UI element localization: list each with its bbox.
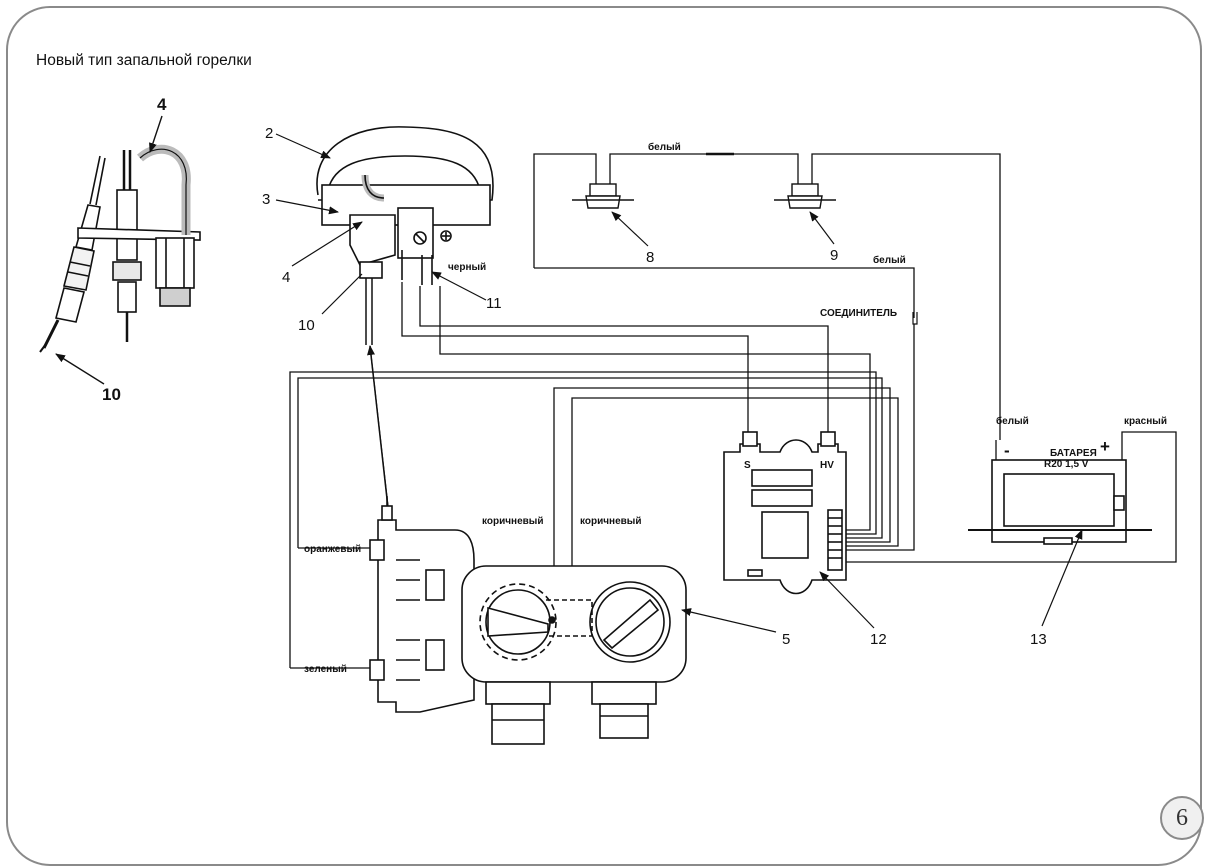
leader-2 bbox=[275, 133, 331, 159]
page-number: 6 bbox=[1160, 796, 1204, 840]
battery-holder bbox=[968, 459, 1152, 545]
leader-13 bbox=[1041, 529, 1083, 627]
leader-4 bbox=[291, 221, 363, 267]
mounting-bracket bbox=[77, 227, 201, 241]
leader-4-left bbox=[149, 115, 163, 153]
pilot-control-knob bbox=[479, 583, 557, 661]
battery-minus: - bbox=[1004, 441, 1010, 460]
connector-plug bbox=[912, 312, 918, 325]
leader-5 bbox=[681, 608, 777, 633]
ignition-control-unit bbox=[723, 431, 847, 595]
leader-wire-arrow bbox=[367, 345, 389, 507]
callout-9: 9 bbox=[830, 247, 838, 264]
wire-label-white-battery: белый bbox=[996, 415, 1029, 427]
terminal-hv-label: HV bbox=[820, 460, 834, 471]
wire-label-brown-1: коричневый bbox=[482, 516, 543, 527]
terminal-s-label: S bbox=[744, 460, 751, 471]
callout-11: 11 bbox=[486, 295, 502, 312]
thermal-switch-9 bbox=[774, 183, 836, 209]
thermal-switch-loop bbox=[533, 152, 1001, 440]
wire-label-black: черный bbox=[448, 262, 486, 273]
callout-8: 8 bbox=[646, 249, 654, 266]
leader-10-left bbox=[55, 353, 105, 385]
pilot-tube bbox=[112, 150, 142, 342]
leader-3 bbox=[275, 199, 339, 215]
ignition-electrode bbox=[39, 155, 106, 353]
wiring-diagram: 4 10 2 3 4 10 11 черный bbox=[39, 95, 1177, 745]
burner-head-assembly bbox=[316, 126, 494, 345]
callout-4-left: 4 bbox=[157, 95, 167, 114]
thermal-switch-8 bbox=[572, 183, 634, 209]
gas-fitting-nut bbox=[155, 237, 195, 307]
callout-5: 5 bbox=[782, 631, 790, 648]
temperature-control-knob bbox=[589, 581, 671, 663]
callout-3: 3 bbox=[262, 191, 270, 208]
leader-9 bbox=[809, 211, 835, 245]
pilot-burner-new-type bbox=[39, 144, 201, 353]
wire-label-orange: оранжевый bbox=[304, 544, 361, 555]
callout-10-left: 10 bbox=[102, 385, 121, 404]
wire-label-green: зеленый bbox=[304, 664, 347, 675]
gas-supply-tube bbox=[136, 144, 191, 235]
battery-spec: R20 1,5 V bbox=[1044, 459, 1089, 470]
callout-2: 2 bbox=[265, 125, 273, 142]
gas-valve-assembly bbox=[369, 496, 687, 745]
callout-10: 10 bbox=[298, 317, 315, 334]
leader-12 bbox=[819, 571, 875, 629]
wire-label-brown-2: коричневый bbox=[580, 516, 641, 527]
page-heading: Новый тип запальной горелки bbox=[36, 52, 252, 69]
leader-11 bbox=[431, 271, 487, 301]
wire-label-white-right: белый bbox=[873, 254, 906, 266]
callout-13: 13 bbox=[1030, 631, 1047, 648]
valve-side-body bbox=[377, 519, 475, 713]
wire-label-red: красный bbox=[1124, 416, 1167, 427]
battery-plus: + bbox=[1100, 437, 1110, 456]
callout-4: 4 bbox=[282, 269, 290, 286]
callout-12: 12 bbox=[870, 631, 887, 648]
battery-label: БАТАРЕЯ bbox=[1050, 448, 1097, 459]
wire-label-connector: СОЕДИНИТЕЛЬ bbox=[820, 308, 897, 319]
wire-label-white-top: белый bbox=[648, 141, 681, 153]
leader-8 bbox=[611, 211, 649, 247]
leader-10 bbox=[321, 273, 363, 315]
ignition-wires bbox=[289, 282, 1177, 669]
